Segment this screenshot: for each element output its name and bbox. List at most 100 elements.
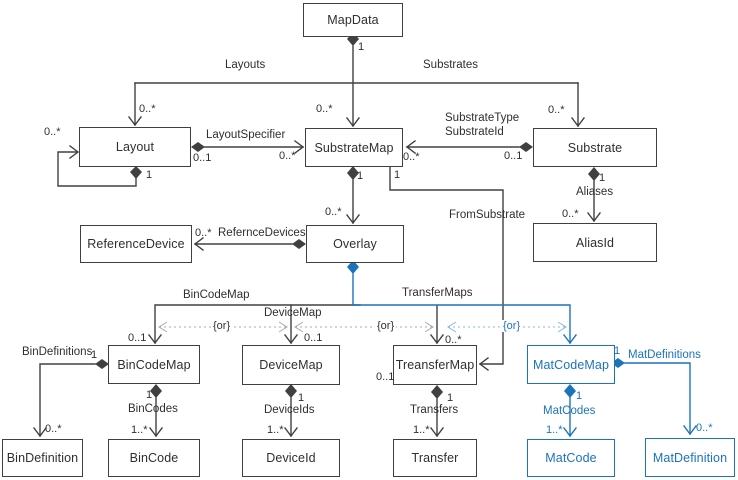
assoc-label-transfers: Transfers (410, 404, 459, 416)
composition-diamond-icon (564, 384, 576, 398)
open-arrow-icon (128, 116, 142, 127)
multiplicity-label: 0..* (195, 227, 212, 239)
open-arrow-icon (478, 357, 489, 371)
composition-diamond-icon (285, 384, 297, 398)
assoc-label-transfermaps: TransferMaps (402, 287, 473, 299)
multiplicity-label: 0..* (45, 423, 62, 435)
open-arrow-icon (193, 237, 204, 251)
open-arrow-icon (563, 334, 577, 345)
open-arrow-icon (447, 321, 457, 333)
multiplicity-label: 1 (358, 41, 365, 53)
edge-layout-specifier (191, 140, 305, 154)
multiplicity-label: 0..1 (128, 332, 147, 344)
class-box-bindefinition: BinDefinition (2, 439, 83, 477)
class-box-substratemap: SubstrateMap (305, 128, 403, 167)
class-box-referencedevice: ReferenceDevice (80, 225, 192, 263)
composition-diamond-icon (95, 359, 109, 369)
edge-mat-codes (563, 384, 577, 438)
multiplicity-label: 0..1 (504, 150, 523, 162)
assoc-label-matdefinitions: MatDefinitions (628, 349, 701, 361)
multiplicity-label: 1 (447, 392, 454, 404)
open-arrow-icon (149, 427, 163, 438)
composition-diamond-icon (191, 142, 205, 152)
class-box-treansfermap: TreansferMap (393, 345, 477, 385)
assoc-label-bindefinitions: BinDefinitions (22, 346, 93, 358)
assoc-label-referncedevices: RefernceDevices (218, 227, 306, 239)
open-arrow-icon (284, 334, 298, 345)
edge-substrate-type (405, 140, 533, 154)
multiplicity-label: 0..* (139, 103, 156, 115)
open-arrow-icon (294, 140, 305, 154)
open-arrow-icon (424, 321, 434, 333)
class-box-bincodemap: BinCodeMap (108, 345, 200, 384)
multiplicity-label: 1 (146, 169, 153, 181)
multiplicity-label: 1 (614, 345, 621, 357)
or-constraint-line-2 (294, 321, 434, 333)
multiplicity-label: 0..* (403, 151, 420, 163)
assoc-label-bincodemap: BinCodeMap (183, 289, 250, 301)
open-arrow-icon (294, 321, 304, 333)
assoc-label-bincodes: BinCodes (128, 403, 178, 415)
multiplicity-label: 1..* (413, 424, 430, 436)
edge-overlay-branch-blue (347, 260, 577, 345)
or-constraint-label-2: {or} (375, 320, 397, 332)
class-box-devicemap: DeviceMap (242, 345, 340, 385)
multiplicity-label: 0..* (279, 150, 296, 162)
multiplicity-label: 1 (576, 390, 583, 402)
assoc-label-devicemap: DeviceMap (264, 307, 322, 319)
multiplicity-label: 0..* (562, 208, 579, 220)
edge-substratemap-overlay (346, 166, 360, 225)
class-box-aliasid: AliasId (533, 223, 657, 262)
class-box-overlay: Overlay (306, 225, 404, 263)
multiplicity-label: 1 (298, 392, 305, 404)
assoc-label-fromsubstrate: FromSubstrate (449, 209, 526, 221)
open-arrow-icon (346, 214, 360, 225)
multiplicity-label: 0..* (445, 334, 462, 346)
open-arrow-icon (284, 427, 298, 438)
class-box-matdefinition: MatDefinition (645, 438, 735, 477)
edge-mat-definitions (611, 358, 697, 436)
edge-mapdata-tree (128, 32, 585, 128)
multiplicity-label: 0..* (325, 206, 342, 218)
assoc-label-layoutspecifier: LayoutSpecifier (206, 129, 286, 141)
open-arrow-icon (571, 117, 585, 128)
open-arrow-icon (69, 145, 80, 159)
composition-diamond-icon (431, 385, 443, 399)
class-box-layout: Layout (79, 127, 191, 167)
or-constraint-label-1: {or} (211, 320, 233, 332)
multiplicity-label: 1..* (131, 424, 148, 436)
composition-diamond-icon (588, 167, 600, 181)
or-constraint-line-1 (158, 321, 288, 333)
assoc-label-aliases: Aliases (576, 186, 614, 198)
assoc-label-matcodes: MatCodes (543, 405, 596, 417)
edge-device-ids (284, 384, 298, 438)
edge-layout-self (57, 145, 142, 187)
assoc-label-deviceids: DeviceIds (264, 404, 315, 416)
multiplicity-label: 0..1 (193, 152, 212, 164)
open-arrow-icon (405, 140, 416, 154)
edge-refernce-devices (193, 237, 306, 251)
multiplicity-label: 1 (599, 172, 606, 184)
multiplicity-label: 1 (357, 170, 364, 182)
open-arrow-icon (148, 334, 162, 345)
edge-bin-definitions (33, 359, 109, 438)
class-box-substrate: Substrate (533, 128, 657, 167)
assoc-label-substrates: Substrates (423, 59, 478, 71)
multiplicity-label: 1 (146, 389, 153, 401)
class-box-matcode: MatCode (527, 439, 615, 477)
edge-aliases (587, 167, 601, 223)
edge-overlay-branch-black (148, 304, 444, 345)
multiplicity-label: 1 (394, 169, 401, 181)
open-arrow-icon (346, 117, 360, 128)
edge-bin-codes (149, 384, 163, 438)
composition-diamond-icon (347, 260, 359, 274)
multiplicity-label: 1..* (267, 424, 284, 436)
composition-diamond-icon (150, 384, 162, 398)
or-constraint-line-3 (447, 321, 567, 333)
class-box-deviceid: DeviceId (242, 439, 340, 477)
edge-from-substrate (389, 165, 504, 371)
assoc-label-substrateid: SubstrateId (445, 126, 504, 138)
open-arrow-icon (430, 334, 444, 345)
